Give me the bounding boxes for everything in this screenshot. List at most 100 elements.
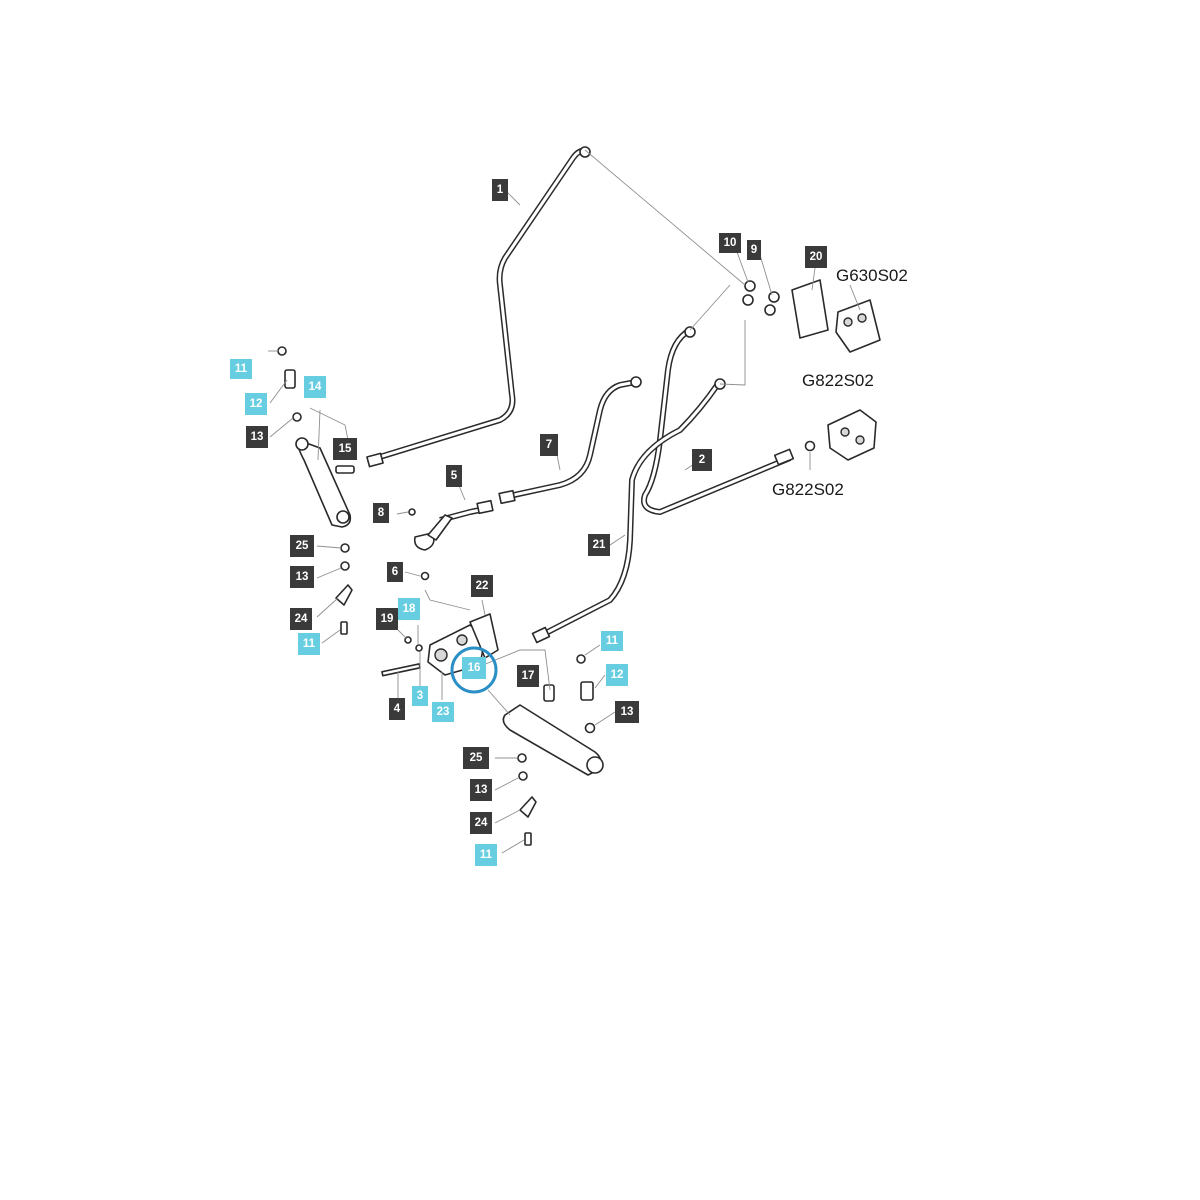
- washer-19: [404, 636, 412, 644]
- hose-2: [641, 327, 792, 516]
- callout-18[interactable]: 18: [398, 598, 420, 620]
- nut-10: [742, 294, 754, 306]
- svg-text:8: 8: [378, 507, 385, 519]
- hose-fitting: [366, 452, 384, 468]
- callout-3[interactable]: 3: [412, 686, 428, 706]
- svg-text:14: 14: [309, 381, 322, 393]
- callout-11-left-top[interactable]: 11: [230, 359, 252, 379]
- callout-21[interactable]: 21: [588, 534, 610, 556]
- svg-text:24: 24: [295, 613, 308, 625]
- svg-text:12: 12: [611, 669, 624, 681]
- cylinder-eye: [295, 437, 309, 451]
- callout-11-left-bottom[interactable]: 11: [298, 633, 320, 655]
- nut-9: [768, 291, 780, 303]
- pin: [284, 369, 296, 389]
- right-valve-assembly: [804, 409, 877, 461]
- hose-21-inner: [539, 383, 720, 638]
- svg-text:16: 16: [468, 662, 481, 674]
- callout-5[interactable]: 5: [446, 465, 462, 487]
- pin-11: [340, 621, 348, 635]
- callout-2[interactable]: 2: [692, 449, 712, 471]
- callout-16[interactable]: 16: [462, 657, 486, 679]
- svg-text:22: 22: [476, 580, 489, 592]
- valve-port: [434, 648, 448, 662]
- leader: [584, 149, 746, 286]
- callout-13-left-top[interactable]: 13: [246, 426, 268, 448]
- valve-port: [456, 634, 468, 646]
- svg-text:12: 12: [250, 398, 263, 410]
- lower-cylinder-assembly: [502, 654, 604, 846]
- svg-text:1: 1: [497, 184, 504, 196]
- callout-12-left[interactable]: 12: [245, 393, 267, 415]
- hose-21: [538, 382, 721, 639]
- callout-11-right[interactable]: 11: [601, 631, 623, 651]
- hose-fitting: [476, 499, 494, 515]
- cylinder-eye: [586, 756, 604, 774]
- callout-23[interactable]: 23: [432, 702, 454, 722]
- callout-9[interactable]: 9: [747, 240, 761, 260]
- callout-13-bottom[interactable]: 13: [470, 779, 492, 801]
- leader: [594, 711, 616, 726]
- callout-6[interactable]: 6: [387, 562, 403, 582]
- svg-text:25: 25: [296, 540, 309, 552]
- leader: [316, 597, 339, 618]
- callout-13-right[interactable]: 13: [615, 701, 639, 723]
- svg-text:11: 11: [606, 635, 619, 647]
- leader: [317, 409, 321, 461]
- leader: [719, 320, 746, 386]
- hose-fitting: [684, 326, 696, 338]
- pin-12: [580, 681, 594, 701]
- leader: [501, 839, 525, 854]
- hose-1-inner: [369, 149, 589, 462]
- bracket-24: [335, 584, 353, 606]
- callout-19[interactable]: 19: [376, 608, 398, 630]
- callout-25-bottom[interactable]: 25: [463, 747, 489, 769]
- leader: [482, 649, 551, 691]
- leader: [594, 674, 606, 689]
- hose-fitting: [531, 626, 551, 644]
- leader: [849, 284, 861, 311]
- washer: [340, 561, 350, 571]
- svg-text:21: 21: [593, 539, 606, 551]
- callout-17[interactable]: 17: [517, 665, 539, 687]
- washer: [292, 412, 302, 422]
- hose-7-inner: [499, 380, 637, 500]
- highlight-circle: [450, 646, 498, 694]
- callout-20[interactable]: 20: [805, 246, 827, 268]
- bolt: [277, 346, 287, 356]
- callout-1[interactable]: 1: [492, 179, 508, 201]
- fitting: [335, 465, 355, 474]
- callout-10[interactable]: 10: [719, 233, 741, 253]
- callout-4[interactable]: 4: [389, 698, 405, 720]
- callout-24-left[interactable]: 24: [290, 608, 312, 630]
- callout-13-left-bottom[interactable]: 13: [290, 566, 314, 588]
- callout-7[interactable]: 7: [540, 434, 558, 456]
- washer: [584, 722, 596, 734]
- svg-text:18: 18: [403, 603, 416, 615]
- callout-12-right[interactable]: 12: [606, 664, 628, 686]
- callout-14[interactable]: 14: [304, 376, 326, 398]
- gasket-22: [469, 613, 499, 659]
- callout-24-bottom[interactable]: 24: [470, 812, 492, 834]
- plate-20: [791, 279, 829, 339]
- callout-22[interactable]: 22: [471, 575, 493, 597]
- top-valve-assembly: [742, 279, 881, 353]
- bolt: [576, 654, 586, 664]
- nut-10: [744, 280, 756, 292]
- leader: [321, 629, 341, 644]
- svg-text:5: 5: [451, 470, 458, 482]
- callout-15[interactable]: 15: [333, 438, 357, 460]
- callout-8[interactable]: 8: [373, 503, 389, 523]
- svg-text:11: 11: [480, 849, 493, 861]
- leader: [424, 589, 471, 611]
- hose-fitting: [630, 376, 642, 388]
- valve-port: [843, 317, 853, 327]
- callout-25-left[interactable]: 25: [290, 535, 314, 557]
- hose-fitting: [498, 489, 516, 505]
- svg-text:4: 4: [394, 703, 401, 715]
- svg-text:19: 19: [381, 613, 394, 625]
- bolt-4: [381, 663, 421, 677]
- callout-11-bottom[interactable]: 11: [475, 844, 497, 866]
- svg-text:13: 13: [621, 706, 634, 718]
